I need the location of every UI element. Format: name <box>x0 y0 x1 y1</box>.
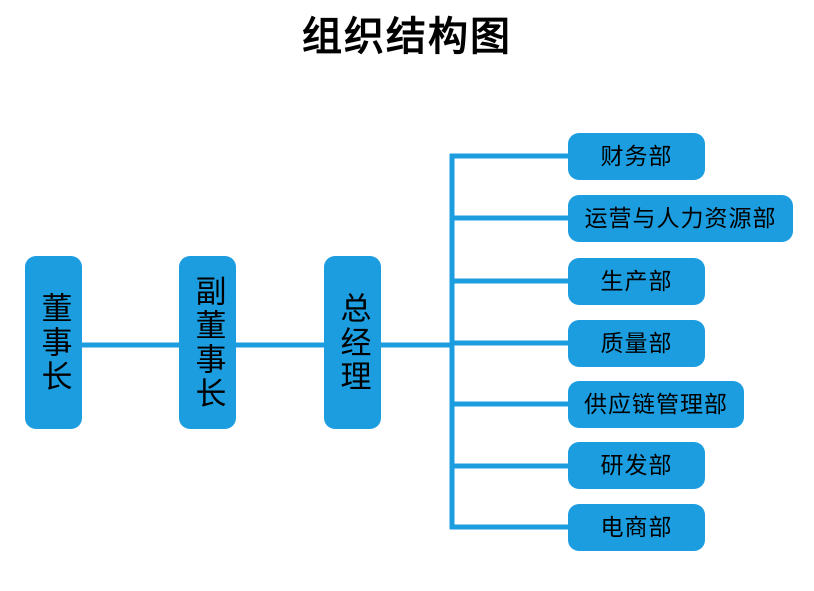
node-general-manager-label: 总经理 <box>335 291 371 394</box>
node-vice-chairman-label: 副董事长 <box>190 274 226 411</box>
node-chairman[interactable]: 董事长 <box>25 256 82 429</box>
node-finance-label: 财务部 <box>600 143 673 169</box>
node-operations-hr[interactable]: 运营与人力资源部 <box>568 195 793 242</box>
node-rnd[interactable]: 研发部 <box>568 442 705 489</box>
page-title: 组织结构图 <box>302 15 512 59</box>
node-supply-chain[interactable]: 供应链管理部 <box>568 381 744 428</box>
node-operations-hr-label: 运营与人力资源部 <box>584 205 777 231</box>
node-finance[interactable]: 财务部 <box>568 133 705 180</box>
node-ecommerce[interactable]: 电商部 <box>568 504 705 551</box>
node-quality-label: 质量部 <box>600 330 673 356</box>
node-general-manager[interactable]: 总经理 <box>324 256 381 429</box>
node-ecommerce-label: 电商部 <box>600 514 673 540</box>
node-vice-chairman[interactable]: 副董事长 <box>179 256 236 429</box>
node-production[interactable]: 生产部 <box>568 258 705 305</box>
node-rnd-label: 研发部 <box>600 452 673 478</box>
node-chairman-label: 董事长 <box>36 291 72 394</box>
node-production-label: 生产部 <box>600 268 673 294</box>
node-quality[interactable]: 质量部 <box>568 320 705 367</box>
node-supply-chain-label: 供应链管理部 <box>584 391 728 417</box>
